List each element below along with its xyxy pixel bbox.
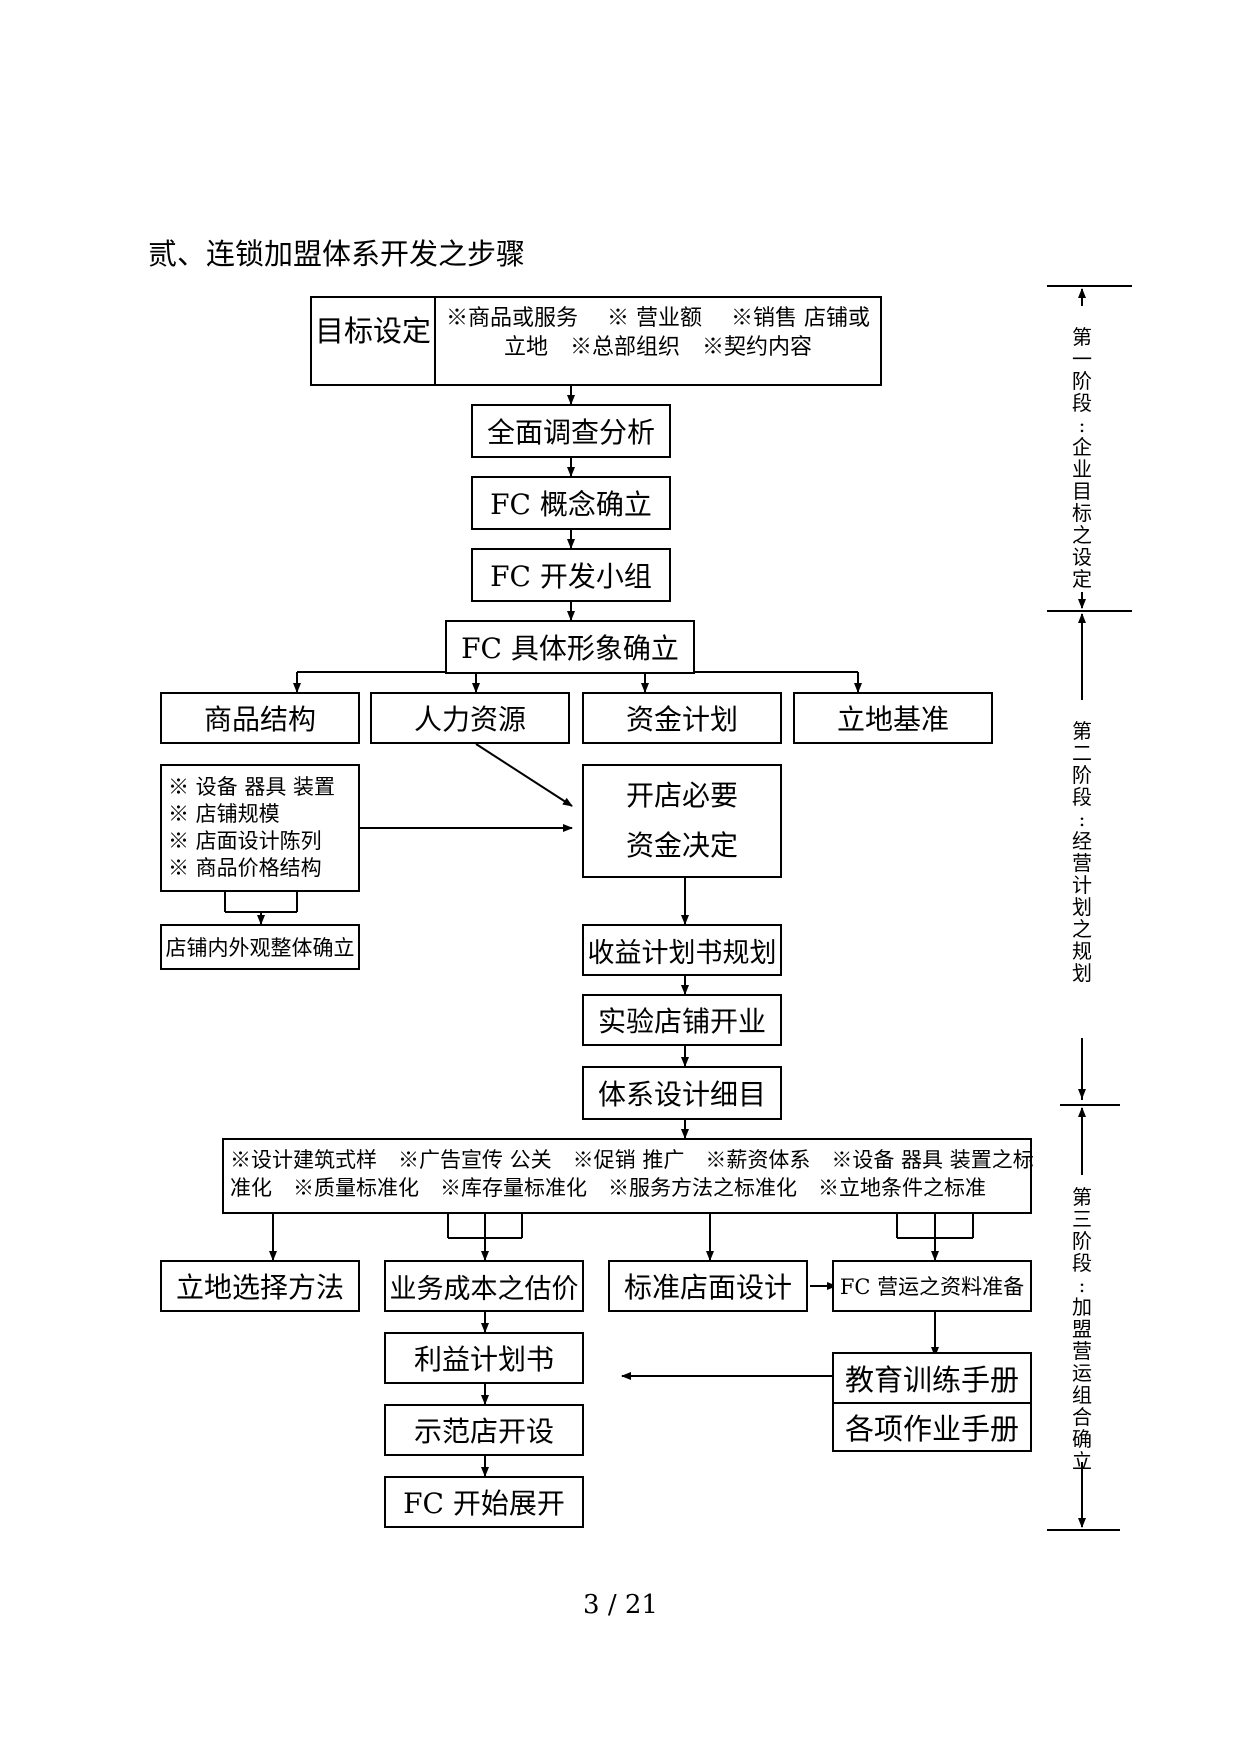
stage-char: 营 xyxy=(1072,851,1092,875)
stage-char: 二 xyxy=(1072,741,1092,765)
profit-plan-box: 收益计划书规划 xyxy=(582,924,782,976)
store-design-box: 标准店面设计 xyxy=(608,1260,808,1312)
pilot-store-box: 实验店铺开业 xyxy=(582,994,782,1046)
standards-line1: ※设计建筑式样 ※广告宣传 公关 ※促销 推广 ※薪资体系 ※设备 器具 装置之… xyxy=(230,1148,1034,1172)
stage-char: 加 xyxy=(1072,1295,1092,1319)
goal-setting-box: 目标设定 ※商品或服务 ※ 营业额 ※销售 店铺或 立地 ※总部组织 ※契约内容 xyxy=(310,296,882,386)
system-design-box: 体系设计细目 xyxy=(582,1066,782,1120)
stage-char: 合 xyxy=(1072,1405,1092,1429)
product-detail-item: ※ 店铺规模 xyxy=(168,802,280,826)
stage-char: 划 xyxy=(1072,895,1092,919)
stage-char: 阶 xyxy=(1072,1229,1092,1253)
stage-char: 经 xyxy=(1072,829,1092,853)
goal-items: ※商品或服务 ※ 营业额 ※销售 店铺或 立地 ※总部组织 ※契约内容 xyxy=(436,298,880,384)
page-number: 3 / 21 xyxy=(583,1590,658,1620)
stage-char: 规 xyxy=(1072,939,1092,963)
stage-1-name: 第一阶段 xyxy=(1071,326,1093,414)
dev-team-box: FC 开发小组 xyxy=(471,548,671,602)
stage-char: 第 xyxy=(1072,719,1092,743)
stage-char: 盟 xyxy=(1072,1317,1092,1341)
stage-char: 之 xyxy=(1072,917,1092,941)
site-selection-box: 立地选择方法 xyxy=(160,1260,360,1312)
stage-1-subtitle: 企业目标之设定 xyxy=(1071,436,1093,590)
site-criteria-box: 立地基准 xyxy=(793,692,993,744)
stage-char: 业 xyxy=(1072,457,1092,481)
cost-estimate-box: 业务成本之估价 xyxy=(384,1260,584,1312)
stage-char: 一 xyxy=(1072,347,1092,371)
survey-box: 全面调查分析 xyxy=(471,404,671,458)
human-resources-box: 人力资源 xyxy=(370,692,570,744)
stage-char: 组 xyxy=(1072,1383,1092,1407)
stage-char: 第 xyxy=(1072,325,1092,349)
stage-3-label: 第三阶段 : 加盟营运组合确立 xyxy=(1071,1186,1093,1472)
funding-decision-box: 开店必要 资金决定 xyxy=(582,764,782,878)
stage-char: 确 xyxy=(1072,1427,1092,1451)
stage-2-colon: : xyxy=(1078,807,1086,831)
training-manual: 教育训练手册 xyxy=(844,1363,1019,1397)
stage-char: 营 xyxy=(1072,1339,1092,1363)
profit-book-box: 利益计划书 xyxy=(384,1332,584,1384)
stage-char: 设 xyxy=(1072,545,1092,569)
stage-char: 第 xyxy=(1072,1185,1092,1209)
stage-3-colon: : xyxy=(1078,1273,1086,1297)
stage-2-subtitle: 经营计划之规划 xyxy=(1071,830,1093,984)
stage-char: 段 xyxy=(1072,785,1092,809)
stage-char: 企 xyxy=(1072,435,1092,459)
concept-box: FC 概念确立 xyxy=(471,476,671,530)
stage-char: 阶 xyxy=(1072,763,1092,787)
funding-decision-line1: 开店必要 xyxy=(625,779,738,812)
product-structure-box: 商品结构 xyxy=(160,692,360,744)
stage-1-colon: : xyxy=(1078,413,1086,437)
manuals-box: 教育训练手册 各项作业手册 xyxy=(832,1352,1032,1452)
launch-box: FC 开始展开 xyxy=(384,1476,584,1528)
stage-char: 之 xyxy=(1072,523,1092,547)
stage-char: 段 xyxy=(1072,1251,1092,1275)
stage-char: 立 xyxy=(1072,1449,1092,1473)
stage-char: 段 xyxy=(1072,391,1092,415)
stage-char: 定 xyxy=(1072,567,1092,591)
stage-char: 三 xyxy=(1072,1207,1092,1231)
operations-manual: 各项作业手册 xyxy=(834,1402,1030,1450)
goal-items-line2: 立地 ※总部组织 ※契约内容 xyxy=(503,335,812,360)
stage-char: 计 xyxy=(1072,873,1092,897)
stage-1-label: 第一阶段 : 企业目标之设定 xyxy=(1071,326,1093,590)
goal-items-line1: ※商品或服务 ※ 营业额 ※销售 店铺或 xyxy=(446,306,870,331)
ops-materials-box: FC 营运之资料准备 xyxy=(832,1260,1032,1312)
product-detail-item: ※ 店面设计陈列 xyxy=(168,829,322,853)
appearance-box: 店铺内外观整体确立 xyxy=(160,924,360,970)
product-details-box: ※ 设备 器具 装置 ※ 店铺规模 ※ 店面设计陈列 ※ 商品价格结构 xyxy=(160,764,360,892)
stage-char: 目 xyxy=(1072,479,1092,503)
demo-store-box: 示范店开设 xyxy=(384,1404,584,1456)
standardization-box: ※设计建筑式样 ※广告宣传 公关 ※促销 推广 ※薪资体系 ※设备 器具 装置之… xyxy=(222,1138,1034,1214)
stage-3-name: 第三阶段 xyxy=(1071,1186,1093,1274)
stage-char: 划 xyxy=(1072,961,1092,985)
page-title: 贰、连锁加盟体系开发之步骤 xyxy=(148,237,526,271)
product-detail-item: ※ 商品价格结构 xyxy=(168,856,322,880)
product-detail-item: ※ 设备 器具 装置 xyxy=(168,775,336,799)
concrete-image-box: FC 具体形象确立 xyxy=(445,620,695,674)
stage-3-subtitle: 加盟营运组合确立 xyxy=(1071,1296,1093,1472)
stage-2-label: 第二阶段 : 经营计划之规划 xyxy=(1071,720,1093,984)
stage-2-name: 第二阶段 xyxy=(1071,720,1093,808)
standards-line2: 准化 ※质量标准化 ※库存量标准化 ※服务方法之标准化 ※立地条件之标准 xyxy=(230,1176,986,1200)
goal-label: 目标设定 xyxy=(312,298,436,384)
stage-char: 运 xyxy=(1072,1361,1092,1385)
funding-plan-box: 资金计划 xyxy=(582,692,782,744)
funding-decision-line2: 资金决定 xyxy=(625,829,738,862)
stage-char: 标 xyxy=(1072,501,1092,525)
arrow-hr-funding xyxy=(475,743,573,807)
stage-char: 阶 xyxy=(1072,369,1092,393)
